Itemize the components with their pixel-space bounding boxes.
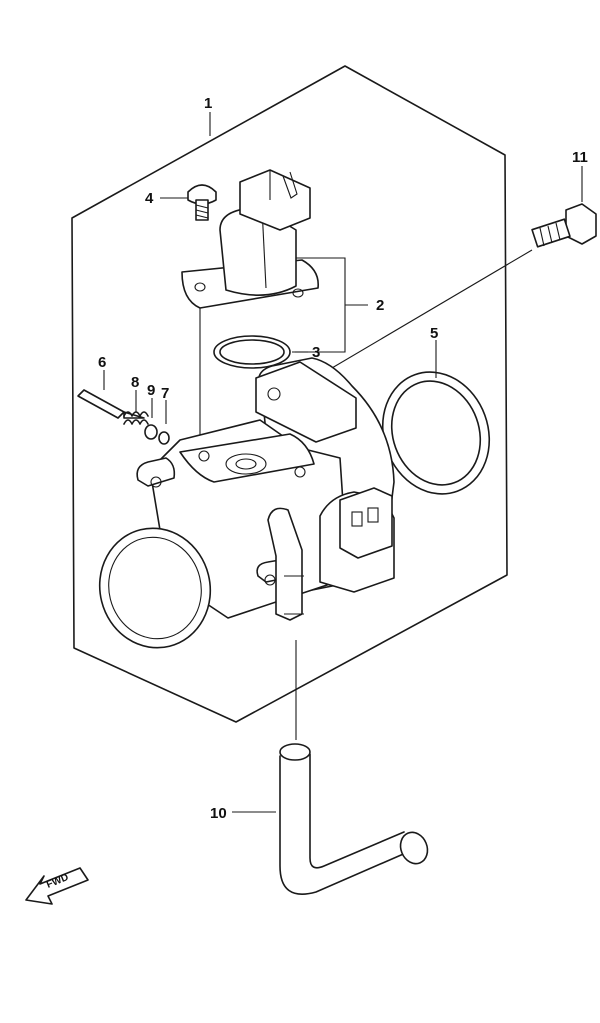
callout-7: 7 bbox=[161, 385, 169, 402]
leader-lines bbox=[103, 112, 583, 813]
washer-9-part bbox=[144, 424, 158, 440]
callout-8: 8 bbox=[131, 374, 139, 391]
callout-3: 3 bbox=[312, 344, 320, 361]
callout-5: 5 bbox=[430, 325, 438, 342]
throttle-body-part bbox=[98, 357, 395, 649]
gasket-5-inner bbox=[390, 380, 482, 486]
bolt-11-part bbox=[531, 203, 597, 248]
hose-10-part bbox=[279, 743, 429, 895]
o-ring-3-outer bbox=[213, 335, 291, 369]
screw-6-part bbox=[77, 389, 145, 419]
throttle-sensor-part-2 bbox=[181, 169, 319, 309]
o-ring-3-inner bbox=[219, 339, 285, 365]
callout-labels: 1 2 3 4 5 6 7 8 9 10 11 bbox=[98, 95, 588, 822]
bolt-4-part bbox=[187, 184, 217, 221]
callout-4: 4 bbox=[145, 190, 154, 207]
spring-8-part bbox=[123, 411, 149, 425]
callout-10: 10 bbox=[210, 805, 227, 822]
fwd-arrow-icon bbox=[25, 867, 89, 905]
callout-9: 9 bbox=[147, 382, 155, 399]
washer-7-part bbox=[158, 431, 170, 445]
leader-11-to-body bbox=[314, 249, 533, 379]
callout-1: 1 bbox=[204, 95, 212, 112]
callout-11: 11 bbox=[572, 149, 588, 166]
callout-2: 2 bbox=[376, 297, 384, 314]
assembly-box-outline bbox=[71, 65, 508, 723]
callout-6: 6 bbox=[98, 354, 106, 371]
fwd-marker: FWD bbox=[25, 867, 89, 905]
